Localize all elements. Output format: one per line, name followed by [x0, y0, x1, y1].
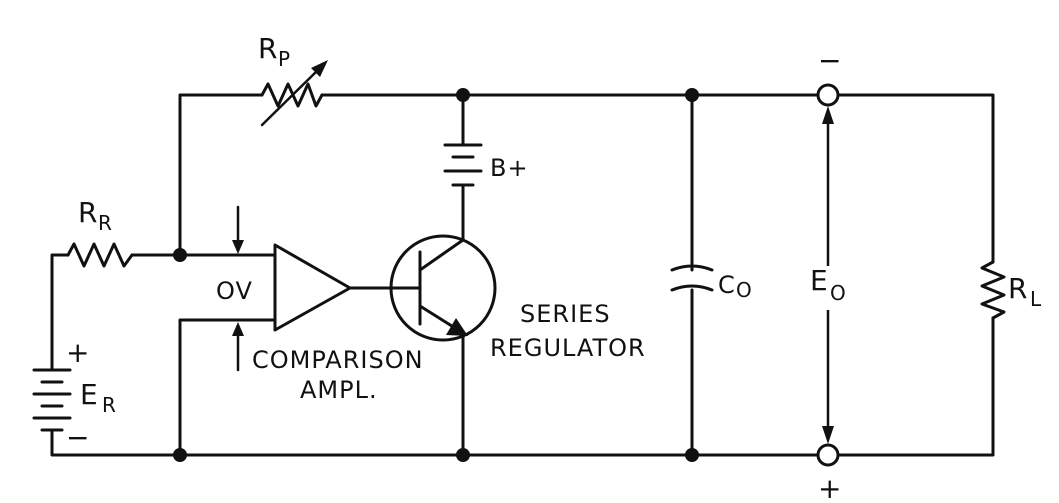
emitter-arrowhead [446, 318, 468, 336]
er-label: E [80, 378, 98, 411]
er-label-subscript: R [102, 393, 116, 417]
rr-resistor [66, 242, 134, 268]
comparison-lower-input-wire [178, 318, 277, 457]
output-minus-sign: − [818, 44, 841, 77]
er-minus-sign: − [66, 421, 89, 454]
co-label: C [718, 271, 736, 299]
b-plus-label: B+ [490, 154, 529, 182]
left-reference-wire [50, 253, 70, 372]
eo-arrowhead-bottom [822, 426, 834, 444]
ov-label: OV [216, 277, 253, 305]
output-plus-sign: + [818, 472, 841, 503]
rp-arrowhead [311, 60, 328, 77]
junction-dot [173, 248, 187, 262]
rp-variable-arrow [260, 66, 322, 127]
co-capacitor [670, 264, 714, 292]
rr-label-subscript: R [98, 211, 112, 235]
eo-label-backdrop [806, 266, 850, 310]
comparison-amplifier [273, 243, 352, 332]
junction-dot [685, 448, 699, 462]
lower-input-arrowhead [232, 322, 244, 336]
rl-label: R [1008, 272, 1027, 305]
eo-arrowhead-top [822, 106, 834, 124]
comparison-label-line1: COMPARISON [252, 346, 424, 374]
junction-dot [685, 88, 699, 102]
series-label-line1: SERIES [520, 300, 611, 328]
eo-label-subscript: O [830, 281, 846, 305]
er-battery [32, 368, 72, 432]
rl-label-subscript: L [1030, 287, 1042, 311]
series-regulator-transistor [389, 234, 497, 342]
junction-dot [456, 448, 470, 462]
b-plus-battery [443, 143, 483, 187]
junction-dot [456, 88, 470, 102]
bottom-rail-wire [50, 428, 820, 457]
comparison-label-line2: AMPL. [300, 376, 378, 404]
upper-input-arrowhead [232, 240, 244, 254]
output-terminal-negative [816, 83, 840, 107]
junction-dot [173, 448, 187, 462]
rp-label: R [258, 32, 277, 65]
rl-resistor [980, 260, 1006, 320]
top-rail-right-wire [836, 93, 995, 264]
rp-label-subscript: P [278, 47, 290, 71]
eo-label: E [810, 264, 828, 297]
output-terminal-positive [816, 443, 840, 467]
series-label-line2: REGULATOR [490, 334, 646, 362]
rr-label: R [78, 196, 97, 229]
er-plus-sign: + [66, 336, 89, 369]
top-rail-left-wire [178, 93, 264, 257]
right-lower-wire [836, 316, 995, 457]
co-label-subscript: O [736, 278, 752, 302]
